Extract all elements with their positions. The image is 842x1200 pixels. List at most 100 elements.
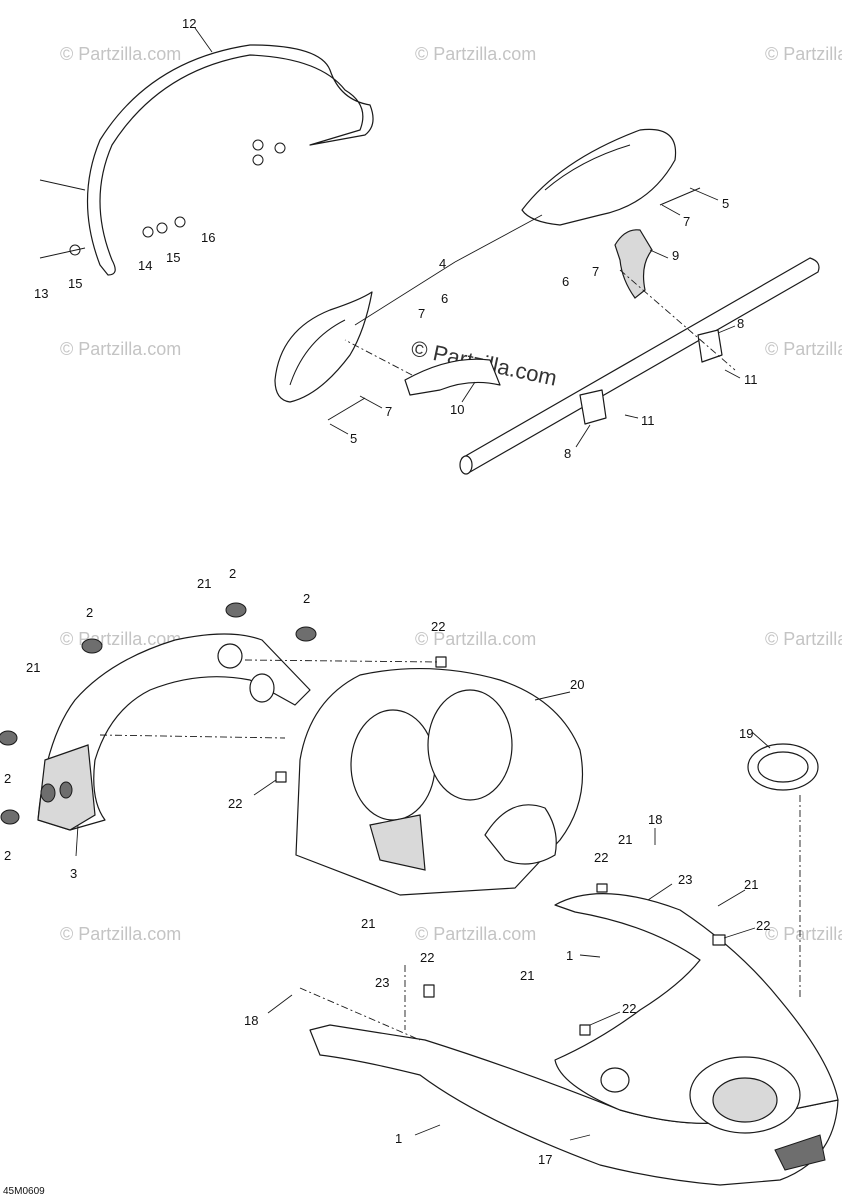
cupholder-inner: [712, 1077, 778, 1123]
callout-11: 11: [744, 372, 758, 387]
leader: [534, 691, 571, 701]
callout-21: 21: [26, 660, 40, 675]
callout-22: 22: [431, 619, 445, 634]
handlebar-assembly: [274, 128, 820, 475]
leader: [689, 187, 719, 201]
callout-16: 16: [201, 230, 215, 245]
callout-3: 3: [70, 866, 77, 881]
washer-15: [156, 222, 168, 234]
callout-5: 5: [350, 431, 357, 446]
callout-12: 12: [182, 16, 196, 31]
clip-22: [423, 984, 435, 998]
callout-7: 7: [385, 404, 392, 419]
callout-6: 6: [441, 291, 448, 306]
switch-hole: [59, 781, 73, 799]
nut-16: [174, 216, 186, 228]
watermark: © Partzilla.com: [415, 629, 536, 649]
callout-22: 22: [756, 918, 770, 933]
watermark: © Partzilla.com: [765, 339, 842, 359]
callout-21: 21: [618, 832, 632, 847]
alignment-line: [344, 339, 413, 376]
leader: [454, 214, 543, 263]
alignment-line: [244, 659, 441, 663]
diagram-code: 45M0609: [3, 1186, 45, 1197]
leader: [589, 1011, 621, 1026]
callout-14: 14: [138, 258, 152, 273]
leader: [649, 249, 669, 259]
ring-19-inner: [757, 751, 809, 783]
callout-15: 15: [166, 250, 180, 265]
bracket-9: [614, 229, 653, 299]
handguard-left-edge: [289, 319, 346, 386]
callout-11: 11: [641, 413, 655, 428]
leader: [75, 824, 79, 857]
screw-5-right: [659, 187, 701, 206]
watermark: © Partzilla.com: [60, 924, 181, 944]
leader: [359, 395, 383, 409]
callout-1: 1: [395, 1131, 402, 1146]
screw-13: [39, 247, 86, 259]
alignment-line: [299, 987, 421, 1041]
cable-guard-12: [86, 44, 374, 276]
callout-9: 9: [672, 248, 679, 263]
callout-23: 23: [375, 975, 389, 990]
callout-21: 21: [361, 916, 375, 931]
leader: [569, 1134, 591, 1141]
screw-5-left: [327, 397, 366, 421]
watermark: © Partzilla.com: [765, 629, 842, 649]
lower-console-17: [309, 1024, 839, 1186]
console-assembly: [0, 269, 839, 1186]
leader: [723, 927, 756, 939]
callout-22: 22: [228, 796, 242, 811]
handguard-right: [521, 128, 677, 226]
leader: [354, 261, 456, 326]
leader: [575, 424, 591, 448]
callout-18: 18: [648, 812, 662, 827]
callout-10: 10: [450, 402, 464, 417]
screw-13b: [39, 179, 86, 191]
watermark: © Partzilla.com: [765, 44, 842, 64]
gauge-mount: [249, 673, 275, 703]
callout-5: 5: [722, 196, 729, 211]
leader: [624, 414, 639, 419]
callout-19: 19: [739, 726, 753, 741]
callout-1: 1: [566, 948, 573, 963]
leader: [579, 954, 601, 958]
gauge-housing-panel: [369, 814, 426, 871]
washer: [252, 154, 264, 166]
callout-22: 22: [622, 1001, 636, 1016]
leader: [647, 883, 673, 901]
callout-22: 22: [420, 950, 434, 965]
watermark: © Partzilla.com: [415, 924, 536, 944]
leader: [253, 779, 277, 796]
bracket-10: [404, 358, 501, 396]
cable-guard-assembly: [39, 44, 374, 276]
callout-22: 22: [594, 850, 608, 865]
handguard-left: [274, 291, 373, 403]
console-vent: [774, 1134, 826, 1171]
alignment-line: [99, 734, 286, 739]
gauge-opening-right: [427, 689, 513, 801]
gauge-housing-cutout: [484, 804, 557, 865]
callout-7: 7: [683, 214, 690, 229]
gauge-mount: [217, 643, 243, 669]
clip-22: [596, 883, 608, 893]
callout-15: 15: [68, 276, 82, 291]
callout-7: 7: [592, 264, 599, 279]
leader: [194, 27, 213, 53]
clip-22: [275, 771, 287, 783]
leader-lines: [75, 27, 771, 1141]
leader: [267, 994, 293, 1014]
clip-22: [579, 1024, 591, 1036]
callout-17: 17: [538, 1152, 552, 1167]
upper-bezel-3: [37, 633, 311, 831]
callout-4: 4: [439, 256, 446, 271]
watermark: © Partzilla.com: [60, 339, 181, 359]
washer-14: [142, 226, 154, 238]
callout-8: 8: [737, 316, 744, 331]
callout-18: 18: [244, 1013, 258, 1028]
callout-2: 2: [229, 566, 236, 581]
washer-15b: [69, 244, 81, 256]
leader: [717, 325, 736, 334]
